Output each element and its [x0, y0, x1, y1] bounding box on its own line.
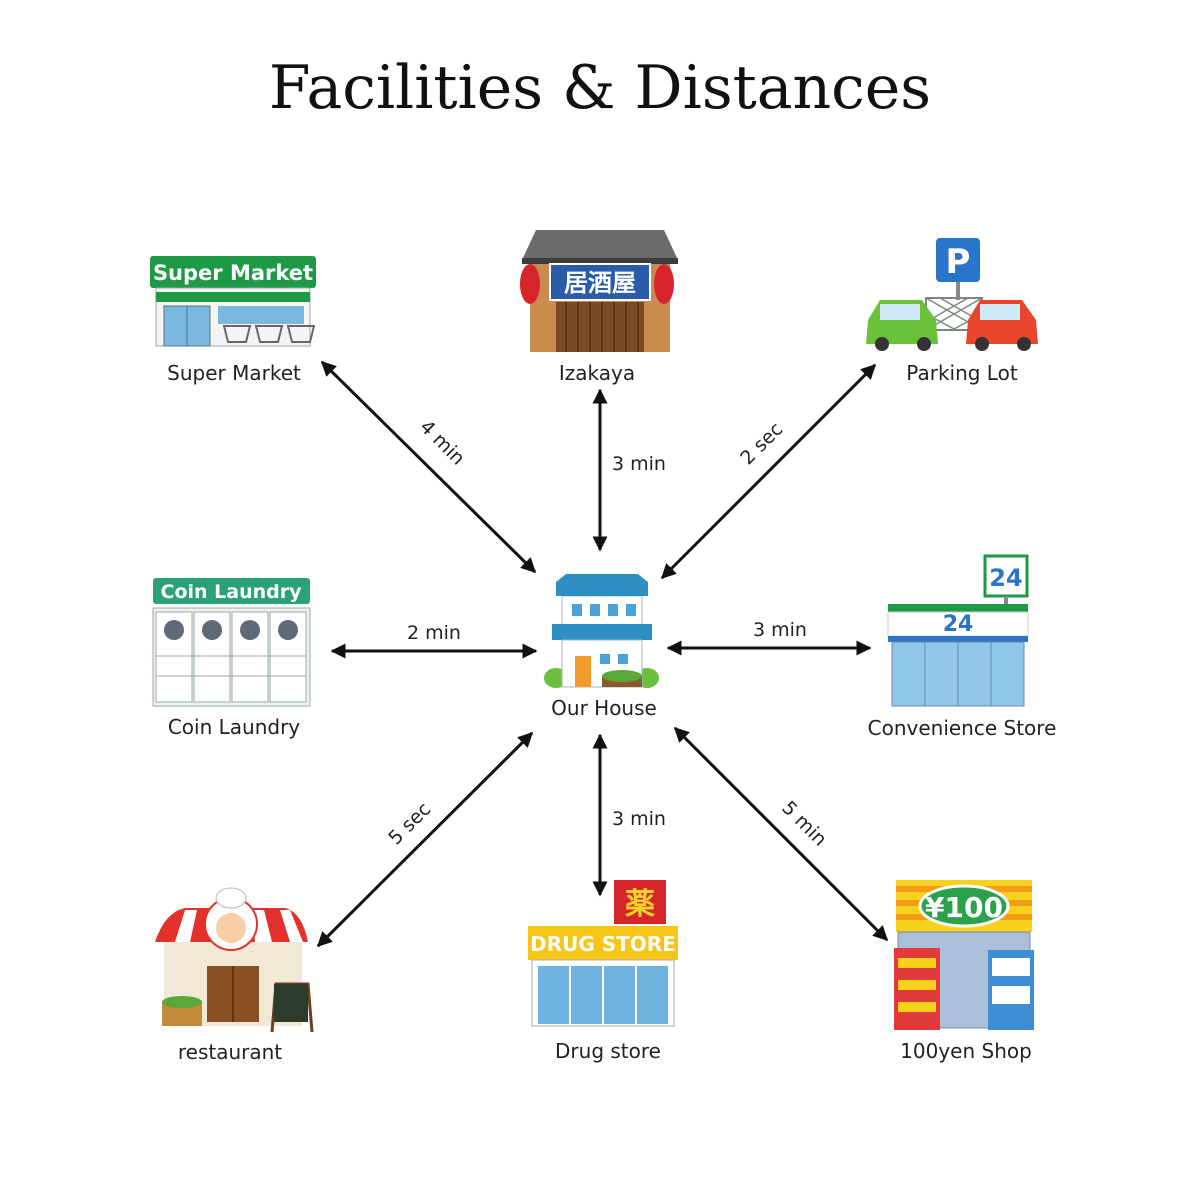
distance-convenience-store: 3 min [753, 619, 807, 641]
label-izakaya: Izakaya [559, 361, 635, 385]
supermarket-sign: Super Market [153, 261, 313, 285]
label-100yen-shop: 100yen Shop [900, 1039, 1032, 1063]
drug-store-sign: DRUG STORE [530, 932, 676, 956]
drug-store-kanji: 薬 [625, 887, 655, 922]
cvs-sign: 24 [943, 612, 974, 637]
distance-drug-store: 3 min [612, 808, 666, 830]
label-our-house: Our House [551, 696, 657, 720]
page-title: Facilities & Distances [269, 53, 931, 123]
parking-sign: P [946, 242, 971, 282]
100yen-sign: ¥100 [925, 891, 1003, 924]
distance-100yen-shop: 5 min [777, 797, 831, 851]
izakaya-icon: 居酒屋 [520, 230, 678, 352]
arrow-super-market [320, 360, 537, 574]
label-parking-lot: Parking Lot [906, 361, 1018, 385]
distance-izakaya: 3 min [612, 453, 666, 475]
house-icon [544, 574, 659, 688]
drug-store-icon: 薬 DRUG STORE [528, 880, 678, 1027]
supermarket-icon: Super Market [150, 256, 316, 347]
label-convenience-store: Convenience Store [868, 716, 1057, 740]
arrow-parking-lot [660, 363, 877, 580]
distance-coin-laundry: 2 min [407, 622, 461, 644]
restaurant-icon [155, 887, 314, 1033]
label-drug-store: Drug store [555, 1039, 661, 1063]
100yen-shop-icon: ¥100 [894, 880, 1034, 1030]
arrow-100yen-shop [673, 726, 889, 942]
parking-icon: P [866, 238, 1038, 351]
laundry-sign: Coin Laundry [161, 581, 303, 603]
label-super-market: Super Market [167, 361, 301, 385]
izakaya-sign: 居酒屋 [564, 269, 636, 297]
label-restaurant: restaurant [178, 1040, 282, 1064]
arrow-restaurant [316, 731, 534, 948]
cvs-pole-sign: 24 [989, 564, 1022, 592]
laundry-icon: Coin Laundry [152, 578, 311, 707]
convenience-store-icon: 24 24 [887, 554, 1029, 707]
distance-restaurant: 5 sec [384, 798, 435, 849]
label-coin-laundry: Coin Laundry [168, 715, 300, 739]
